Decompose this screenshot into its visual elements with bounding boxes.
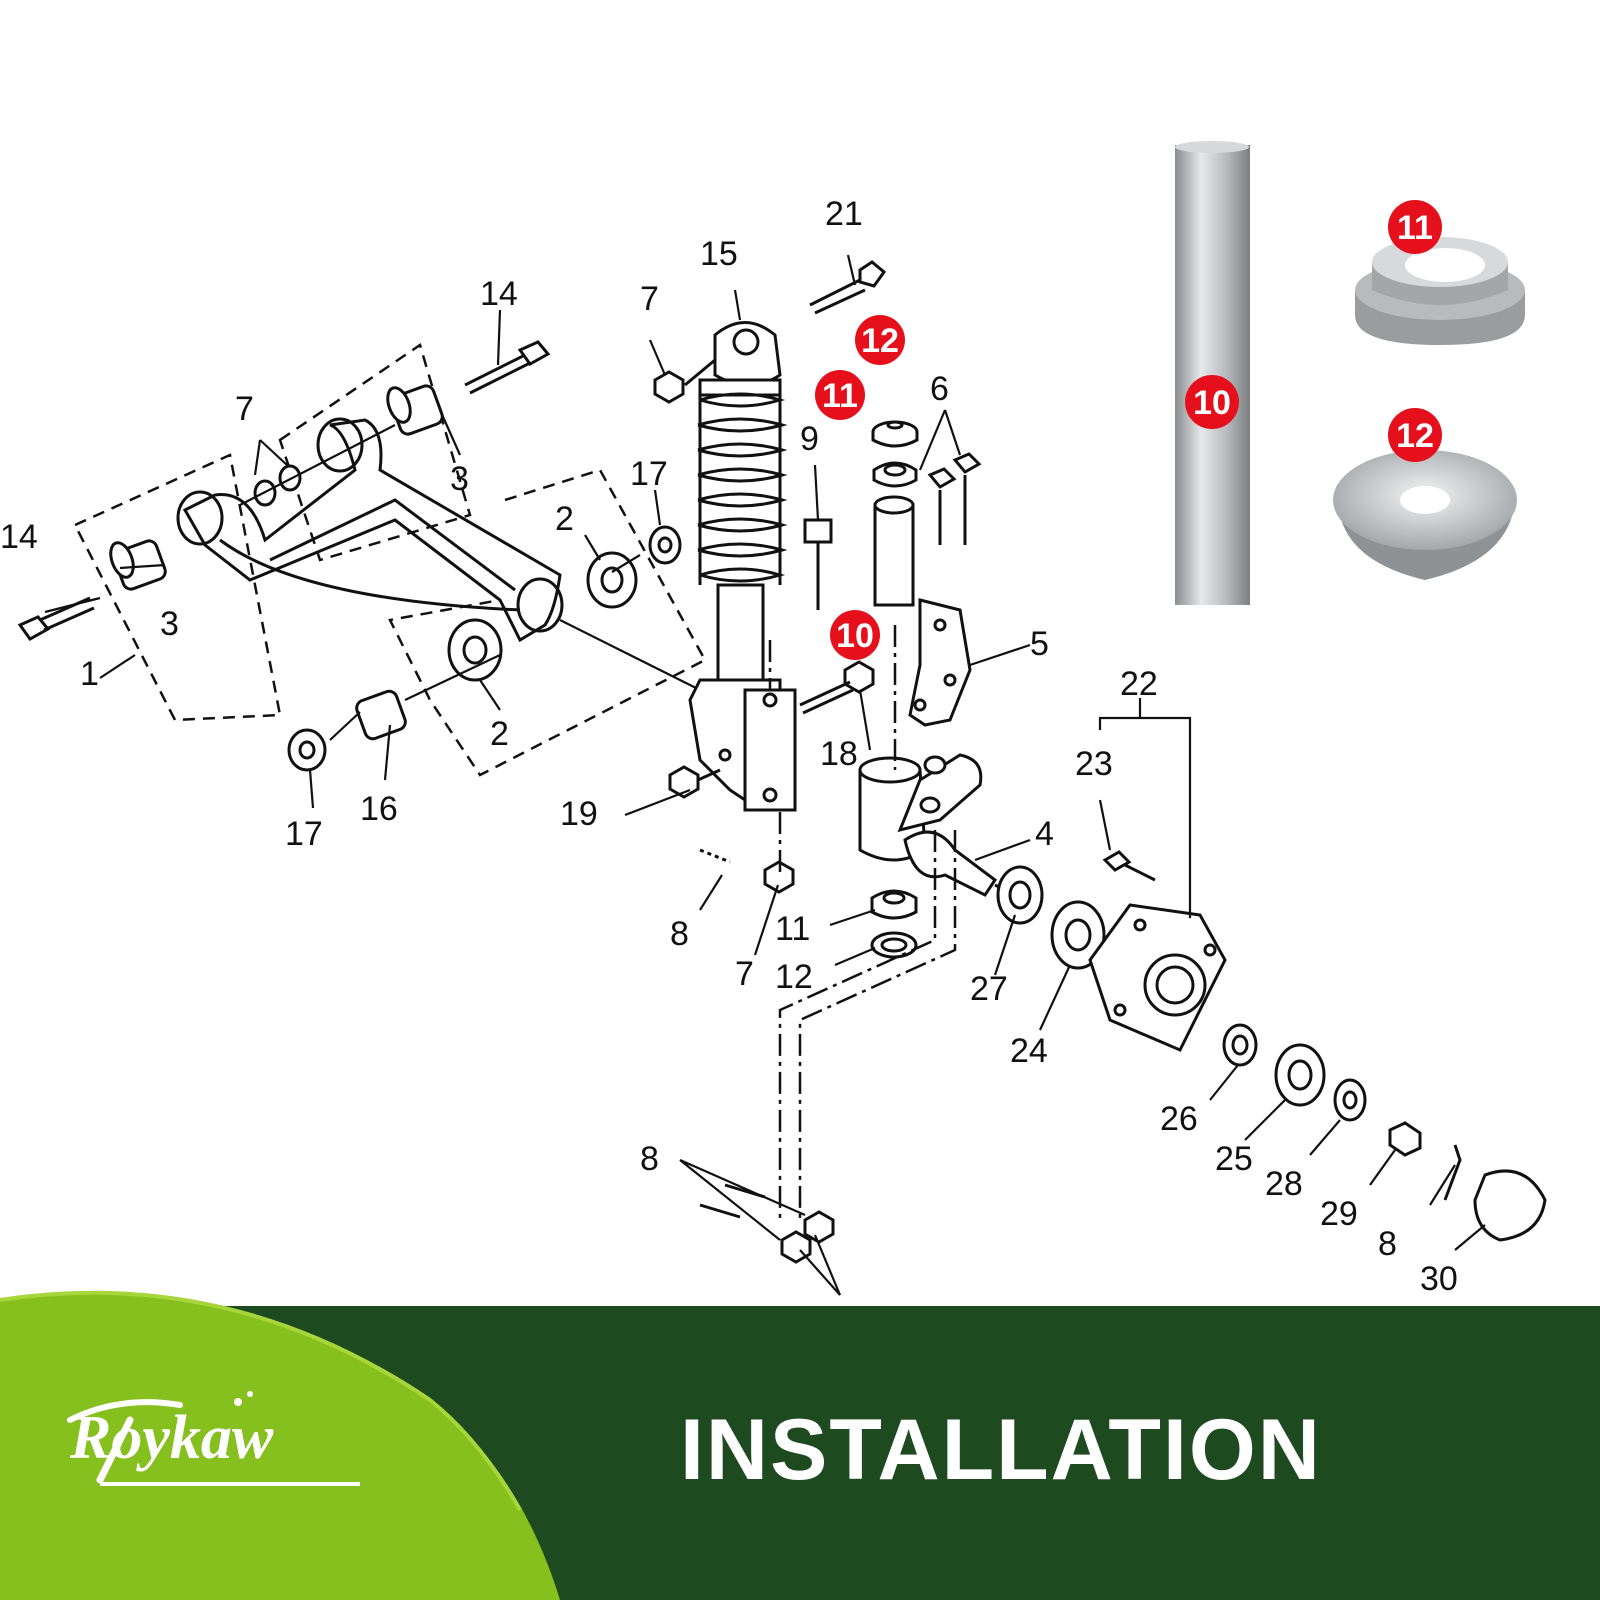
a-arm [176,417,564,643]
product-bushing-11: 11 [1355,200,1525,345]
label-5: 5 [1030,625,1049,663]
tie-rod-lines [768,625,957,1220]
label-29: 29 [1320,1195,1358,1233]
label-11: 11 [775,910,810,948]
callout-badge [855,315,905,365]
label-15: 15 [700,235,738,273]
label-16: 16 [360,790,398,828]
callout-badge [830,610,880,660]
label-21: 21 [825,195,863,233]
label-26: 26 [1160,1100,1198,1138]
bottom-nuts [699,1183,835,1264]
callout-10: 10 [836,617,874,655]
label-3: 3 [450,460,469,498]
label-4: 4 [1035,815,1054,853]
label-7: 7 [640,280,659,318]
label-14: 14 [0,518,38,556]
label-2: 2 [490,715,509,753]
brand-name: Roykaw [70,1404,274,1472]
label-30: 30 [1420,1260,1458,1298]
part-number-labels: 14 3 1 7 14 3 2 17 2 17 16 15 21 7 9 6 5… [0,195,1458,1298]
leader-lines [44,309,701,809]
bushing-kit-diagram [870,420,919,959]
product-washer-12: 12 [1333,408,1517,580]
leader-lines-right [624,254,1486,1296]
shock-bolts [653,260,887,894]
photo-callout-11: 11 [1397,209,1433,247]
label-8: 8 [640,1140,659,1178]
label-6: 6 [930,370,949,408]
label-7: 7 [735,955,754,993]
wheel-hub-assembly [996,850,1547,1242]
label-17: 17 [285,815,323,853]
steering-knuckle [858,452,1006,897]
label-12: 12 [775,958,813,996]
label-25: 25 [1215,1140,1253,1178]
label-19: 19 [560,795,598,833]
label-3: 3 [160,605,179,643]
callout-badge [815,370,865,420]
bolts-14 [17,340,551,641]
group-box-1 [73,343,707,777]
banner-title: INSTALLATION [680,1402,1322,1498]
bushing-parts [109,384,682,772]
photo-callout-12: 12 [1396,417,1434,455]
callout-11: 11 [822,377,858,415]
label-8: 8 [1378,1225,1397,1263]
label-1: 1 [80,655,99,693]
footer-green-swoosh [0,1290,560,1600]
label-28: 28 [1265,1165,1303,1203]
label-24: 24 [1010,1032,1048,1070]
diagram-callouts: 12 11 10 [815,315,905,660]
label-14: 14 [480,275,518,313]
label-7: 7 [235,390,254,428]
label-23: 23 [1075,745,1113,783]
brand-logo: Roykaw [60,1380,390,1500]
callout-12: 12 [861,322,899,360]
label-27: 27 [970,970,1008,1008]
photo-callout-10: 10 [1193,384,1231,422]
product-sleeve-10: 10 [1175,141,1250,605]
label-9: 9 [800,420,819,458]
shock-absorber [688,321,797,812]
label-2: 2 [555,500,574,538]
label-8: 8 [670,915,689,953]
logo-swoosh-icon [67,1391,360,1486]
footer-banner: Roykaw INSTALLATION [0,1280,1600,1600]
label-18: 18 [820,735,858,773]
label-17: 17 [630,455,668,493]
label-22: 22 [1120,665,1158,703]
